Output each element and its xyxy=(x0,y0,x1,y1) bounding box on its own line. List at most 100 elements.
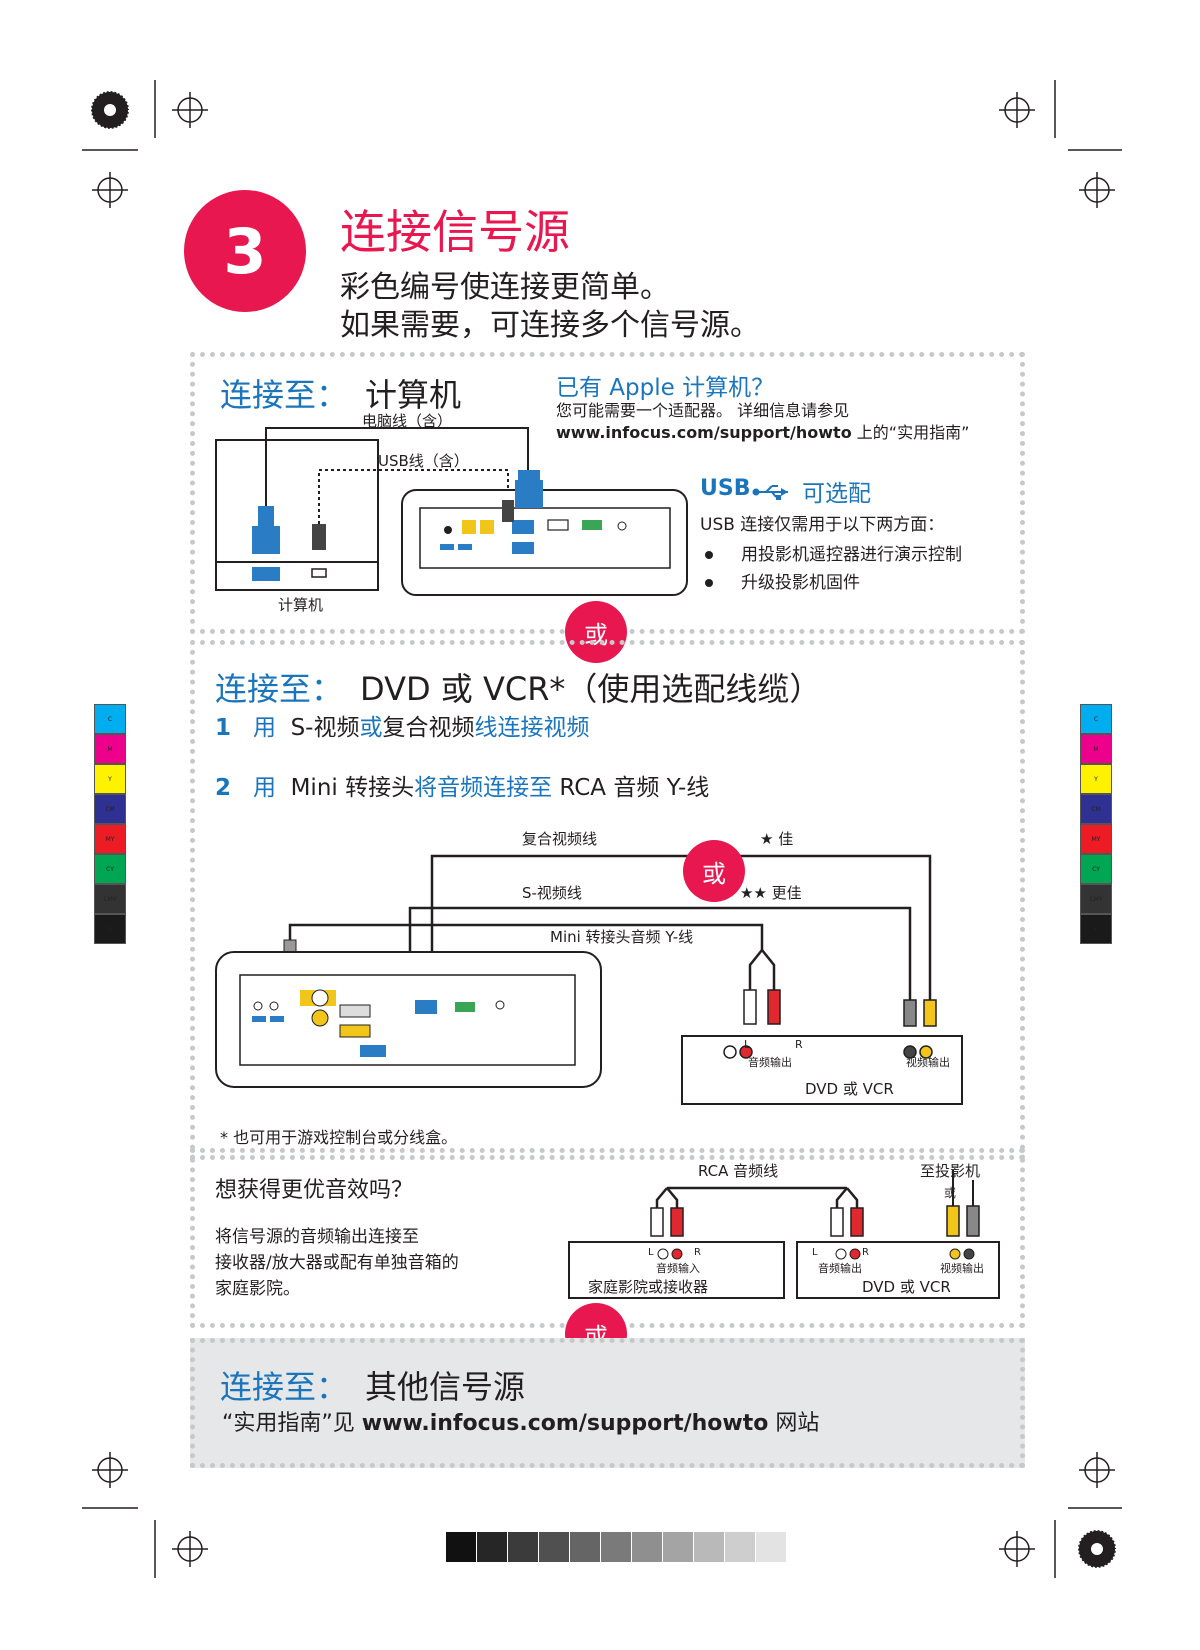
audio-desc-1: 将信号源的音频输出连接至 xyxy=(215,1227,419,1247)
connect-label-dvd: 连接至： xyxy=(215,670,344,708)
color-swatch: C xyxy=(94,704,126,734)
other-line-prefix: “实用指南”见 xyxy=(222,1411,362,1436)
color-swatch: K xyxy=(94,914,126,944)
audio-dvd-video-out: 视频输出 xyxy=(940,1262,984,1275)
color-swatch: CMY xyxy=(1080,884,1112,914)
dvd-step-1-or: 或 xyxy=(359,715,383,741)
cable-label-composite: 复合视频线 xyxy=(522,830,598,848)
receiver-lr-r: R xyxy=(694,1247,701,1258)
apple-line-1: 您可能需要一个适配器。 详细信息请参见 xyxy=(556,401,850,420)
cable-label-mini: Mini 转接头音频 Y-线 xyxy=(550,928,694,946)
receiver-audio-in-label: 音频输入 xyxy=(656,1262,700,1275)
connect-label-other: 连接至： xyxy=(220,1368,349,1406)
rating-better: ★★ 更佳 xyxy=(740,884,802,902)
dvd-step-1-composite: 复合视频 xyxy=(382,715,475,741)
connect-target-computer: 计算机 xyxy=(365,376,462,414)
color-swatch: CMY xyxy=(94,884,126,914)
color-swatch: M xyxy=(94,734,126,764)
dvd-step-2-use: 用 xyxy=(252,775,276,801)
gray-swatch xyxy=(539,1532,569,1562)
usb-bullet-2-text: 升级投影机固件 xyxy=(741,573,860,593)
color-swatch: C xyxy=(1080,704,1112,734)
dvd-step-2: 2 用 Mini 转接头将音频连接至 RCA 音频 Y-线 xyxy=(215,768,709,802)
audio-dvd-lr-r: R xyxy=(862,1247,869,1258)
usb-bullet-1: 用投影机遥控器进行演示控制 xyxy=(705,540,962,565)
other-url[interactable]: www.infocus.com/support/howto xyxy=(361,1411,769,1436)
color-swatch: CY xyxy=(1080,854,1112,884)
dvd-step-2-rca: RCA 音频 Y-线 xyxy=(559,775,710,801)
apple-title: 已有 Apple 计算机？ xyxy=(556,375,775,401)
gray-swatch xyxy=(508,1532,538,1562)
cable-label-svideo: S-视频线 xyxy=(522,884,582,902)
section-dvd xyxy=(190,640,1025,1160)
color-swatch: CY xyxy=(94,854,126,884)
gray-swatch xyxy=(756,1532,786,1562)
color-swatch: K xyxy=(1080,914,1112,944)
or-small-label: 或 xyxy=(944,1186,957,1200)
connect-label-computer: 连接至： xyxy=(220,376,349,414)
cable-label-usb: USB线（含） xyxy=(378,452,469,470)
computer-caption: 计算机 xyxy=(278,596,324,614)
audio-desc-3: 家庭影院。 xyxy=(215,1279,300,1299)
color-swatch: Y xyxy=(94,764,126,794)
usb-bullet-1-text: 用投影机遥控器进行演示控制 xyxy=(741,545,962,565)
receiver-lr-l: L xyxy=(648,1247,654,1258)
color-swatch: Y xyxy=(1080,764,1112,794)
usb-icon xyxy=(752,485,788,500)
connect-target-dvd: DVD 或 VCR*（使用选配线缆） xyxy=(360,670,822,708)
dvd-step-1-tail: 线连接视频 xyxy=(474,715,590,741)
dvd-step-1-use: 用 xyxy=(252,715,276,741)
dvd-device-name: DVD 或 VCR xyxy=(805,1080,894,1098)
computer-connection-diagram xyxy=(215,427,688,596)
color-swatch: CM xyxy=(94,794,126,824)
usb-bullet-2: 升级投影机固件 xyxy=(705,568,860,593)
gray-bar xyxy=(446,1532,787,1566)
connect-target-other: 其他信号源 xyxy=(365,1368,526,1406)
gray-swatch xyxy=(570,1532,600,1562)
color-swatch: MY xyxy=(1080,824,1112,854)
dvd-step-1: 1 用 S-视频或复合视频线连接视频 xyxy=(215,708,589,742)
apple-line-2-suffix: 上的“实用指南” xyxy=(851,423,970,442)
usb-desc: USB 连接仅需用于以下两方面： xyxy=(700,515,945,535)
rating-good: ★ 佳 xyxy=(760,830,794,848)
audio-dvd-lr-l: L xyxy=(812,1247,818,1258)
color-swatch: M xyxy=(1080,734,1112,764)
apple-line-2: www.infocus.com/support/howto 上的“实用指南” xyxy=(556,419,969,443)
gray-swatch xyxy=(663,1532,693,1562)
audio-desc-2: 接收器/放大器或配有单独音箱的 xyxy=(215,1253,459,1273)
page-title: 连接信号源 xyxy=(340,205,570,259)
subtitle-line-2: 如果需要，可连接多个信号源。 xyxy=(340,308,760,343)
subtitle-line-1: 彩色编号使连接更简单。 xyxy=(340,270,670,305)
dvd-footnote: * 也可用于游戏控制台或分线盒。 xyxy=(220,1128,458,1147)
dvd-step-2-number: 2 xyxy=(215,775,232,801)
gray-swatch xyxy=(601,1532,631,1562)
or-badge-cables: 或 xyxy=(683,840,745,902)
audio-dvd-name: DVD 或 VCR xyxy=(862,1278,951,1296)
other-line: “实用指南”见 www.infocus.com/support/howto 网站 xyxy=(222,1405,819,1437)
color-swatch: CM xyxy=(1080,794,1112,824)
cable-label-computer: 电脑线（含） xyxy=(362,412,453,430)
section-other xyxy=(190,1338,1025,1468)
other-line-suffix: 网站 xyxy=(768,1411,820,1436)
usb-optional: 可选配 xyxy=(802,481,871,507)
gray-swatch xyxy=(725,1532,755,1562)
rca-cable-label: RCA 音频线 xyxy=(698,1162,779,1180)
gray-swatch xyxy=(446,1532,476,1562)
receiver-name: 家庭影院或接收器 xyxy=(588,1278,709,1296)
gray-swatch xyxy=(632,1532,662,1562)
dvd-step-1-number: 1 xyxy=(215,715,232,741)
usb-title: USB xyxy=(700,476,751,501)
dvd-step-2-mini: Mini 转接头 xyxy=(290,775,415,801)
gray-swatch xyxy=(477,1532,507,1562)
audio-title: 想获得更优音效吗？ xyxy=(215,1178,414,1203)
apple-url[interactable]: www.infocus.com/support/howto xyxy=(556,423,852,442)
dvd-connection-diagram xyxy=(215,854,963,1105)
step-number-badge: 3 xyxy=(184,190,306,312)
audio-connection-diagram xyxy=(568,1170,1000,1299)
dvd-step-2-middle: 将音频连接至 xyxy=(414,775,553,801)
dvd-video-out-label: 视频输出 xyxy=(906,1056,950,1069)
audio-dvd-audio-out: 音频输出 xyxy=(818,1262,862,1275)
